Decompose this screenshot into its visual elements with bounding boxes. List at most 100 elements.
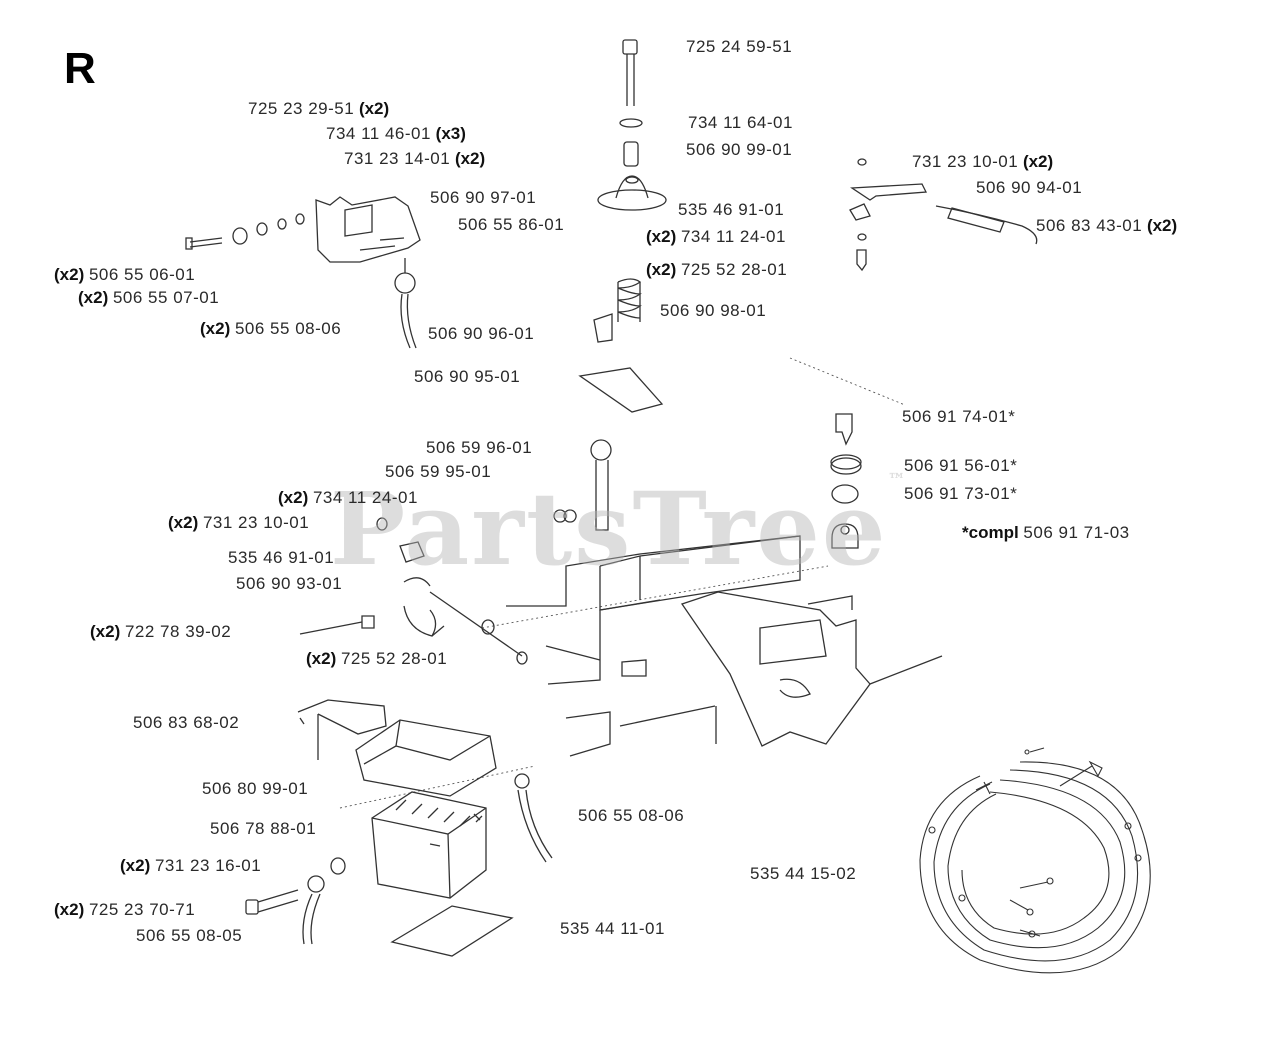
battery-bolt-part	[245, 889, 299, 915]
part-number: 734 11 24-01	[312, 488, 418, 507]
part-number: 506 83 43-01	[1036, 216, 1143, 235]
part-callout[interactable]: 506 80 99-01	[202, 779, 308, 799]
part-callout[interactable]: 506 55 08-05	[136, 926, 242, 946]
part-number: 506 55 08-06	[578, 806, 685, 825]
part-number: 731 23 10-01	[202, 513, 310, 532]
part-callout[interactable]: 535 46 91-01	[678, 200, 784, 220]
battery-cable-part	[302, 773, 553, 945]
part-callout[interactable]: (x2) 722 78 39-02	[90, 622, 231, 642]
part-callout[interactable]: (x2) 731 23 16-01	[120, 856, 261, 876]
part-number: 506 55 08-06	[234, 319, 342, 338]
part-callout[interactable]: (x2) 506 55 06-01	[54, 265, 195, 285]
part-callout[interactable]: *compl 506 91 71-03	[962, 523, 1130, 543]
part-callout[interactable]: 506 91 73-01*	[904, 484, 1017, 504]
part-callout[interactable]: 506 90 98-01	[660, 301, 766, 321]
quantity-badge: (x2)	[168, 513, 199, 532]
part-number: 506 90 94-01	[976, 178, 1083, 197]
part-callout[interactable]: 506 83 68-02	[133, 713, 239, 733]
trademark-symbol: ™	[887, 470, 908, 491]
part-callout[interactable]: (x2) 725 23 70-71	[54, 900, 195, 920]
part-callout[interactable]: 506 90 94-01	[976, 178, 1082, 198]
lever-part	[553, 439, 612, 531]
part-number: 725 24 59-51	[686, 37, 793, 56]
part-callout[interactable]: (x2) 731 23 10-01	[168, 513, 309, 533]
part-callout[interactable]: (x2) 725 52 28-01	[306, 649, 447, 669]
part-callout[interactable]: (x2) 734 11 24-01	[646, 227, 786, 247]
part-number: 506 90 99-01	[686, 140, 793, 159]
quantity-badge: (x2)	[306, 649, 337, 668]
ignition-switch-part	[831, 523, 859, 549]
nut-part	[831, 484, 859, 504]
part-callout[interactable]: 506 90 96-01	[428, 324, 534, 344]
part-number: 725 52 28-01	[680, 260, 788, 279]
part-number: 731 23 10-01	[912, 152, 1019, 171]
part-callout[interactable]: 734 11 64-01	[688, 113, 793, 133]
part-callout[interactable]: 535 44 11-01	[560, 919, 665, 939]
part-callout[interactable]: (x2) 725 52 28-01	[646, 260, 787, 280]
part-number: 506 59 95-01	[385, 462, 492, 481]
part-callout[interactable]: 734 11 46-01 (x3)	[326, 124, 466, 144]
part-number: 506 90 93-01	[236, 574, 343, 593]
part-number: 722 78 39-02	[124, 622, 232, 641]
part-number: 725 52 28-01	[340, 649, 448, 668]
part-number: 506 91 56-01*	[904, 456, 1018, 475]
part-callout[interactable]: 506 83 43-01 (x2)	[1036, 216, 1177, 236]
part-callout[interactable]: 506 59 96-01	[426, 438, 532, 458]
quantity-badge: (x2)	[358, 99, 390, 118]
part-callout[interactable]: 506 55 86-01	[458, 215, 564, 235]
part-callout[interactable]: 506 90 93-01	[236, 574, 342, 594]
part-callout[interactable]: 506 78 88-01	[210, 819, 316, 839]
part-number: 506 59 96-01	[426, 438, 533, 457]
holder-part	[593, 313, 613, 343]
part-callout[interactable]: 506 90 97-01	[430, 188, 536, 208]
clip-part	[399, 541, 425, 563]
part-number: 535 46 91-01	[228, 548, 335, 567]
part-callout[interactable]: (x2) 734 11 24-01	[278, 488, 418, 508]
bushing-part	[597, 175, 667, 211]
quantity-badge: (x2)	[90, 622, 121, 641]
leader-lines	[339, 357, 906, 809]
part-number: 506 55 86-01	[458, 215, 565, 234]
part-callout[interactable]: 731 23 14-01 (x2)	[344, 149, 485, 169]
quantity-badge: (x2)	[54, 265, 85, 284]
clamp-part	[403, 577, 431, 587]
washer-part	[619, 118, 643, 128]
part-number: 506 90 96-01	[428, 324, 535, 343]
part-number: 506 78 88-01	[210, 819, 317, 838]
part-number: 731 23 14-01	[344, 149, 451, 168]
part-number: 734 11 24-01	[680, 227, 786, 246]
ignition-coil-part	[315, 196, 421, 349]
part-callout[interactable]: 535 44 15-02	[750, 864, 856, 884]
battery-hold-down-part	[297, 699, 387, 760]
quantity-badge: (x2)	[278, 488, 309, 507]
part-callout[interactable]: 506 91 74-01*	[902, 407, 1015, 427]
section-letter: R	[64, 44, 96, 93]
part-callout[interactable]: 725 23 29-51 (x2)	[248, 99, 389, 119]
part-callout[interactable]: 506 91 56-01*	[904, 456, 1017, 476]
part-callout[interactable]: 535 46 91-01	[228, 548, 334, 568]
part-callout[interactable]: 725 24 59-51	[686, 37, 792, 57]
quantity-badge: (x2)	[454, 149, 486, 168]
part-number: 506 90 97-01	[430, 188, 537, 207]
quantity-badge: (x2)	[78, 288, 109, 307]
part-number: 506 91 74-01*	[902, 407, 1016, 426]
part-callout[interactable]: 731 23 10-01 (x2)	[912, 152, 1053, 172]
part-callout[interactable]: (x2) 506 55 07-01	[78, 288, 219, 308]
battery-mat-part	[390, 905, 514, 957]
pin-part	[299, 615, 375, 635]
part-callout[interactable]: 506 59 95-01	[385, 462, 491, 482]
part-callout[interactable]: (x2) 506 55 08-06	[200, 319, 341, 339]
small-washer-part	[429, 591, 528, 665]
quantity-badge: (x2)	[54, 900, 85, 919]
quantity-badge: *compl	[962, 523, 1019, 542]
part-callout[interactable]: 506 90 99-01	[686, 140, 792, 160]
part-callout[interactable]: 506 55 08-06	[578, 806, 684, 826]
quantity-badge: (x2)	[1146, 216, 1178, 235]
part-number: 506 55 06-01	[88, 265, 196, 284]
part-number: 506 90 95-01	[414, 367, 521, 386]
grommet-part	[830, 454, 862, 475]
quantity-badge: (x2)	[200, 319, 231, 338]
part-callout[interactable]: 506 90 95-01	[414, 367, 520, 387]
